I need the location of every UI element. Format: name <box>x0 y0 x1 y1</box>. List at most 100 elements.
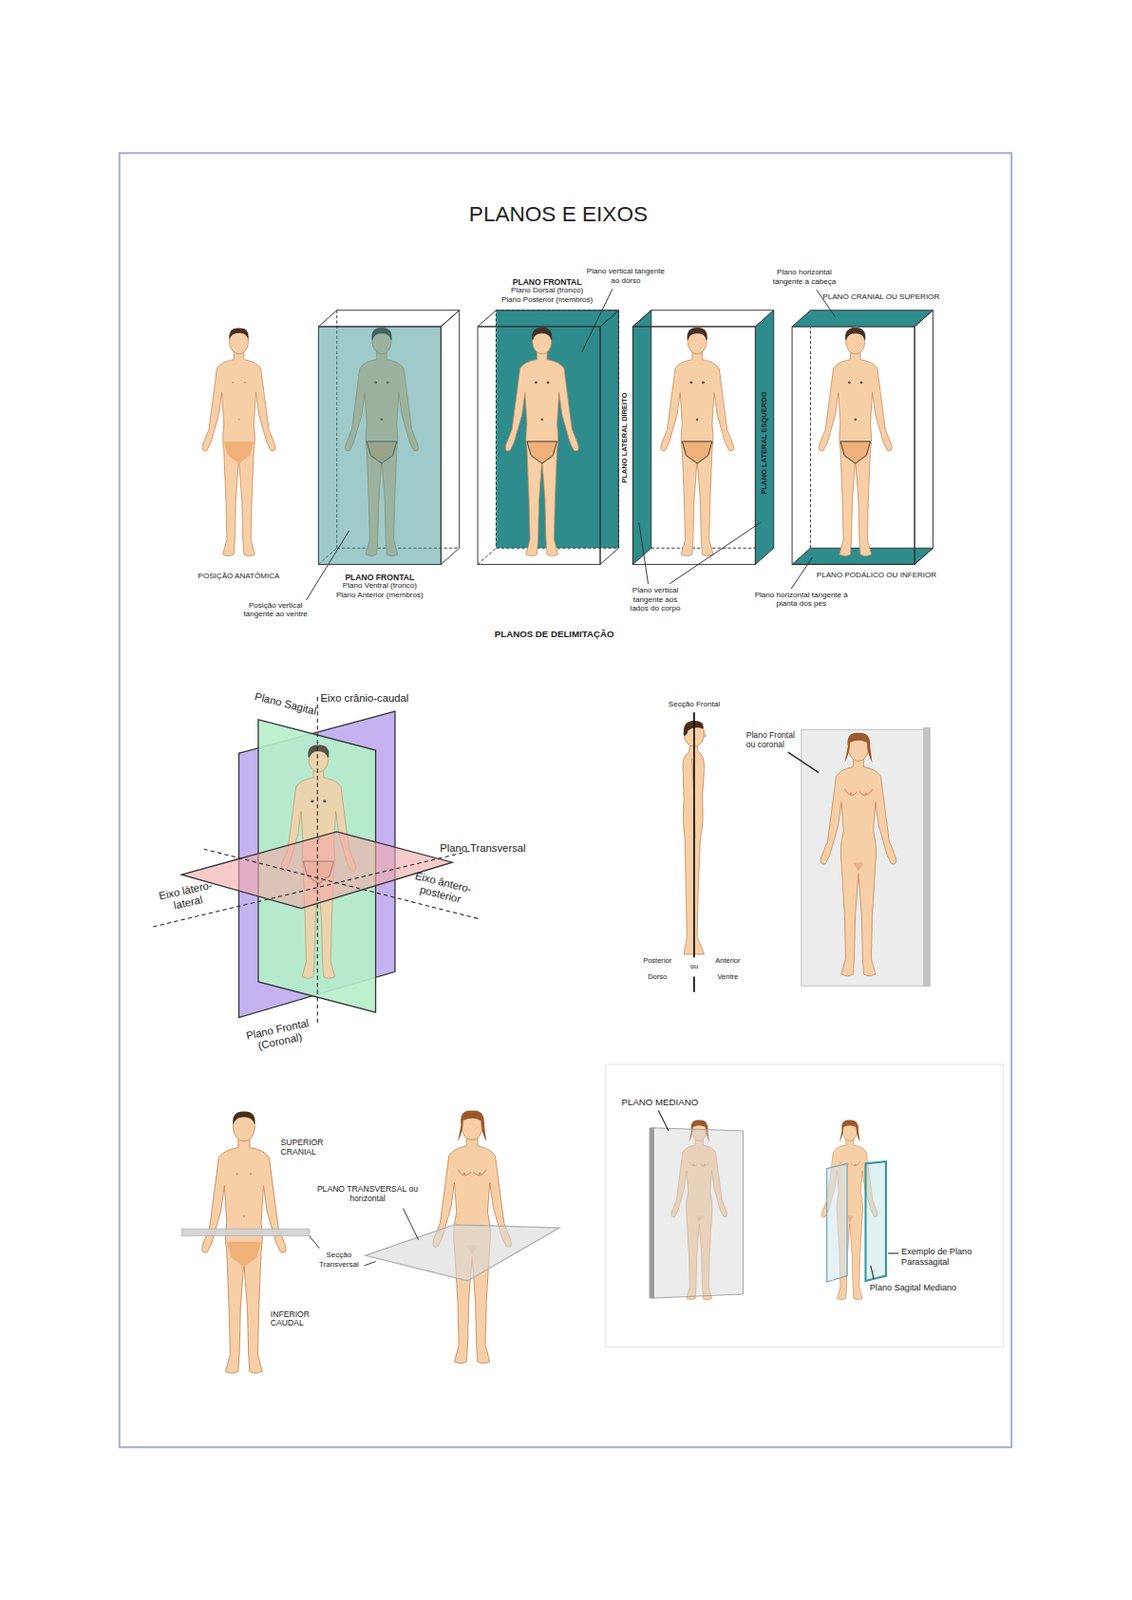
delimitation-box <box>632 310 651 566</box>
delimitation-box <box>632 310 774 327</box>
figure-label: ou <box>683 962 704 972</box>
figure-label: Posição vertical tangente ao ventre <box>237 601 315 620</box>
figure-label: Dorso <box>637 972 679 982</box>
frontal-plane <box>801 730 925 987</box>
delimitation-box <box>440 310 459 566</box>
figure-label: Ventre <box>707 972 749 982</box>
delimitation-box <box>477 310 619 566</box>
delimitation-box <box>792 310 933 566</box>
median-plane <box>649 1128 655 1299</box>
page-frame <box>119 152 1012 1448</box>
transverse-figure <box>181 1228 309 1237</box>
figure-label: PLANO PODÁLICO OU INFERIOR <box>816 571 937 581</box>
figure-label: INFERIOR CAUDAL <box>270 1309 327 1329</box>
delimitation-box <box>318 326 441 565</box>
figure-label: Plano Frontal (Coronal) <box>241 1015 317 1055</box>
section-line <box>693 712 696 958</box>
figure-label: Plano horizontal tangente à cabeça <box>763 268 846 287</box>
leader-line <box>669 522 761 584</box>
delimitation-box <box>318 310 459 566</box>
leader-line <box>403 1208 419 1241</box>
figure-label: Plano Dorsal (tronco) <box>495 286 598 296</box>
axis-line <box>152 697 478 1026</box>
delimitation-box <box>792 326 915 565</box>
leader-line <box>305 288 835 601</box>
leader-line <box>788 752 819 773</box>
figure-label: Plano Sagital Mediano <box>869 1282 957 1293</box>
figure-label: Plano Sagital <box>253 689 319 717</box>
delimitation-box <box>914 310 933 566</box>
page-title: PLANOS E EIXOS <box>354 202 763 227</box>
figure-anatomical-position <box>202 327 276 556</box>
leader-line <box>658 1110 899 1279</box>
figure-label: PLANO TRANSVERSAL ou horizontal <box>311 1185 424 1205</box>
leader-line <box>887 1252 899 1254</box>
parasagittal-plane <box>865 1161 886 1282</box>
figure-label: Plano Posterior (membros) <box>490 296 604 305</box>
delimitation-box <box>505 327 579 556</box>
parasagittal-plane <box>821 1119 887 1300</box>
figure-label: Plano Ventral (tronco) <box>328 582 431 591</box>
figure-label: Exemplo de Plano Parassagital <box>901 1246 979 1267</box>
figure-label: Eixo ântero-posterior <box>399 866 486 910</box>
figure-label: Eixo látero-lateral <box>144 875 229 917</box>
delimitation-box <box>477 310 619 327</box>
delimitation-box <box>600 310 619 566</box>
figure-label: PLANO FRONTAL <box>328 572 431 583</box>
figure-label: PLANO FRONTAL <box>495 277 598 287</box>
figure-label: Anterior <box>707 956 749 965</box>
figure-label: Secção Transversal <box>315 1251 362 1270</box>
delimitation-box <box>318 310 459 327</box>
parasagittal-plane <box>827 1163 848 1283</box>
figure-label: PLANO CRANIAL OU SUPERIOR <box>822 292 940 302</box>
anatomical-planes <box>181 831 453 909</box>
figure-label: Plano Anterior (membros) <box>323 590 436 600</box>
figure-anatomical-position <box>202 327 276 556</box>
leader-line <box>870 1265 874 1280</box>
delimitation-box <box>792 310 933 327</box>
figure-label: Plano vertical tangente aos lados do cor… <box>623 586 688 614</box>
delimitation-box <box>810 310 812 548</box>
leader-line <box>791 557 813 589</box>
figure-label: Eixo crânio-caudal <box>320 692 409 705</box>
section-line <box>693 977 696 993</box>
figure-label: Secção Frontal <box>653 699 736 709</box>
delimitation-box <box>632 326 755 565</box>
frontal-plane <box>801 727 930 986</box>
leader-line <box>788 752 819 773</box>
median-plane <box>649 1119 744 1300</box>
leader-line <box>364 1262 377 1266</box>
figure-label: PLANO LATERAL DIREITO <box>620 381 629 494</box>
axis-line <box>317 697 319 1026</box>
frontal-plane <box>820 733 896 977</box>
delimitation-box <box>477 326 601 565</box>
leader-line <box>639 522 649 584</box>
delimitation-box <box>818 327 892 556</box>
delimitation-box <box>477 547 496 565</box>
delimitation-box <box>754 310 774 566</box>
leader-line <box>309 1236 321 1249</box>
transverse-plane <box>365 1225 560 1282</box>
transverse-figure <box>202 1111 286 1374</box>
figure-label: POSIÇÃO ANATÔMICA <box>188 572 290 582</box>
figure-label: PLANO LATERAL ESQUERDO <box>760 386 770 499</box>
figure-label: PLANO MEDIANO <box>622 1096 699 1108</box>
median-plane <box>651 1128 744 1299</box>
delimitation-box <box>632 310 774 566</box>
figure-label: Plano horizontal tangente à planta dos p… <box>750 590 852 609</box>
panel-frame <box>604 1064 1003 1348</box>
leader-line <box>305 530 349 601</box>
figure-label: Plano Transversal <box>439 842 526 855</box>
anatomical-planes <box>181 711 453 1018</box>
transverse-plane <box>365 1111 560 1364</box>
figure-label: PLANOS DE DELIMITAÇÃO <box>452 628 657 640</box>
figure-label: Plano vertical tangente ao dorso <box>584 267 667 286</box>
delimitation-box <box>660 327 735 556</box>
leader-line <box>309 1208 419 1266</box>
leader-line <box>658 1110 669 1131</box>
frontal-plane <box>924 727 930 986</box>
figure-label: Posterior <box>637 956 679 965</box>
figure-label: Plano Frontal ou coronal <box>746 731 798 751</box>
section-line <box>693 712 696 993</box>
